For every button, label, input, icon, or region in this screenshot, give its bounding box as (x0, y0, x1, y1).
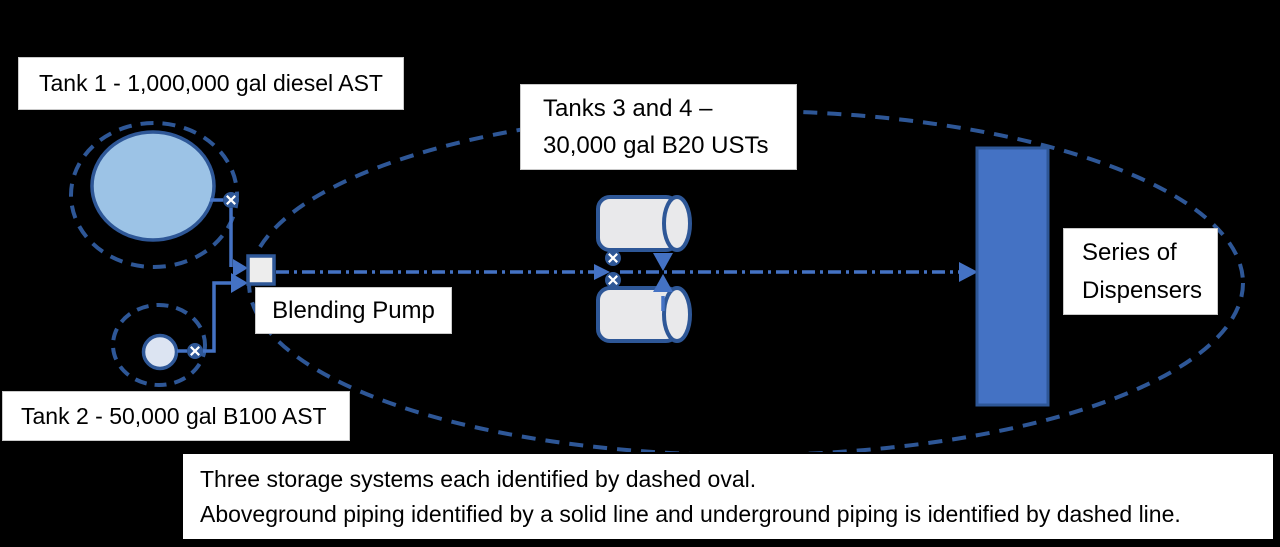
tank1-pipe-arrow-icon (233, 259, 248, 277)
pipe-arrow-dispenser-icon (959, 262, 978, 282)
tank2-valve-icon (187, 343, 203, 359)
tank1-label-text: Tank 1 - 1,000,000 gal diesel AST (39, 70, 383, 96)
tank1-valve-icon (223, 192, 239, 208)
dispensers-label-line2: Dispensers (1082, 276, 1203, 304)
legend-note-line2: Aboveground piping identified by a solid… (200, 500, 1181, 527)
tank1-shape (90, 130, 216, 242)
ust-tank3-cap (662, 195, 692, 252)
legend-note-box: Three storage systems each identified by… (181, 452, 1275, 541)
pipe-arrow-mid-icon (594, 264, 610, 280)
dispensers-label: Series of Dispensers (1063, 228, 1218, 315)
dispenser-bank-shape (975, 146, 1050, 407)
ust-tank4-cap (662, 286, 692, 343)
ust-tank4-valve-icon (605, 272, 621, 288)
tank1-pipe (210, 198, 233, 267)
storage-system-oval-tank2 (111, 303, 207, 387)
tank2-label: Tank 2 - 50,000 gal B100 AST (2, 391, 350, 441)
tank2-label-text: Tank 2 - 50,000 gal B100 AST (21, 402, 327, 429)
dispensers-label-line1: Series of (1082, 238, 1177, 266)
legend-note-line1: Three storage systems each identified by… (200, 465, 757, 492)
check-valve-icon (653, 253, 673, 311)
tank2-pipe-arrow-icon (231, 273, 248, 293)
tanks34-label: Tanks 3 and 4 – 30,000 gal B20 USTs (520, 84, 797, 170)
tank1-label: Tank 1 - 1,000,000 gal diesel AST (18, 57, 404, 110)
blending-pump-label: Blending Pump (255, 287, 452, 334)
tanks34-label-line1: Tanks 3 and 4 – (543, 95, 713, 122)
tanks34-label-line2: 30,000 gal B20 USTs (543, 132, 769, 159)
blending-pump-shape (246, 254, 276, 286)
tank2-pipe (177, 281, 233, 353)
tank2-shape (141, 333, 179, 371)
blending-pump-label-text: Blending Pump (272, 296, 435, 324)
ust-tank3-valve-icon (605, 250, 621, 266)
